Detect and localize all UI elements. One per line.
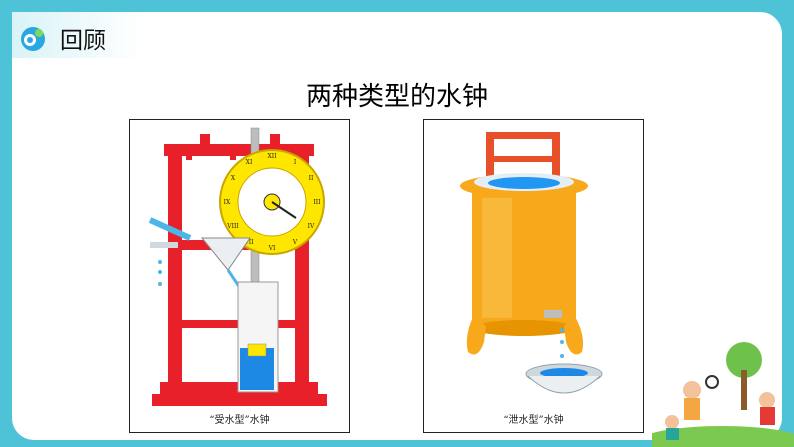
svg-text:II: II — [309, 175, 314, 182]
svg-text:V: V — [292, 239, 298, 246]
svg-text:IX: IX — [224, 199, 231, 206]
outflow-clock-illustration — [460, 132, 603, 394]
svg-text:XII: XII — [267, 153, 277, 160]
outflow-clock-figure: “泄水型”水钟 — [423, 119, 644, 433]
header-title: 回顾 — [60, 28, 106, 54]
svg-text:X: X — [231, 175, 236, 182]
svg-text:VI: VI — [268, 245, 276, 252]
slide-title: 两种类型的水钟 — [305, 82, 488, 112]
logo-icon — [21, 27, 45, 51]
svg-text:IV: IV — [308, 223, 315, 230]
svg-text:III: III — [313, 199, 321, 206]
figure-caption: “受水型”水钟 — [209, 415, 270, 426]
kids-illustration — [652, 342, 794, 447]
svg-text:VII: VII — [243, 239, 254, 246]
svg-text:VIII: VIII — [226, 223, 239, 230]
svg-text:I: I — [294, 159, 297, 166]
svg-text:XI: XI — [246, 159, 253, 166]
figure-caption: “泄水型”水钟 — [503, 415, 564, 426]
